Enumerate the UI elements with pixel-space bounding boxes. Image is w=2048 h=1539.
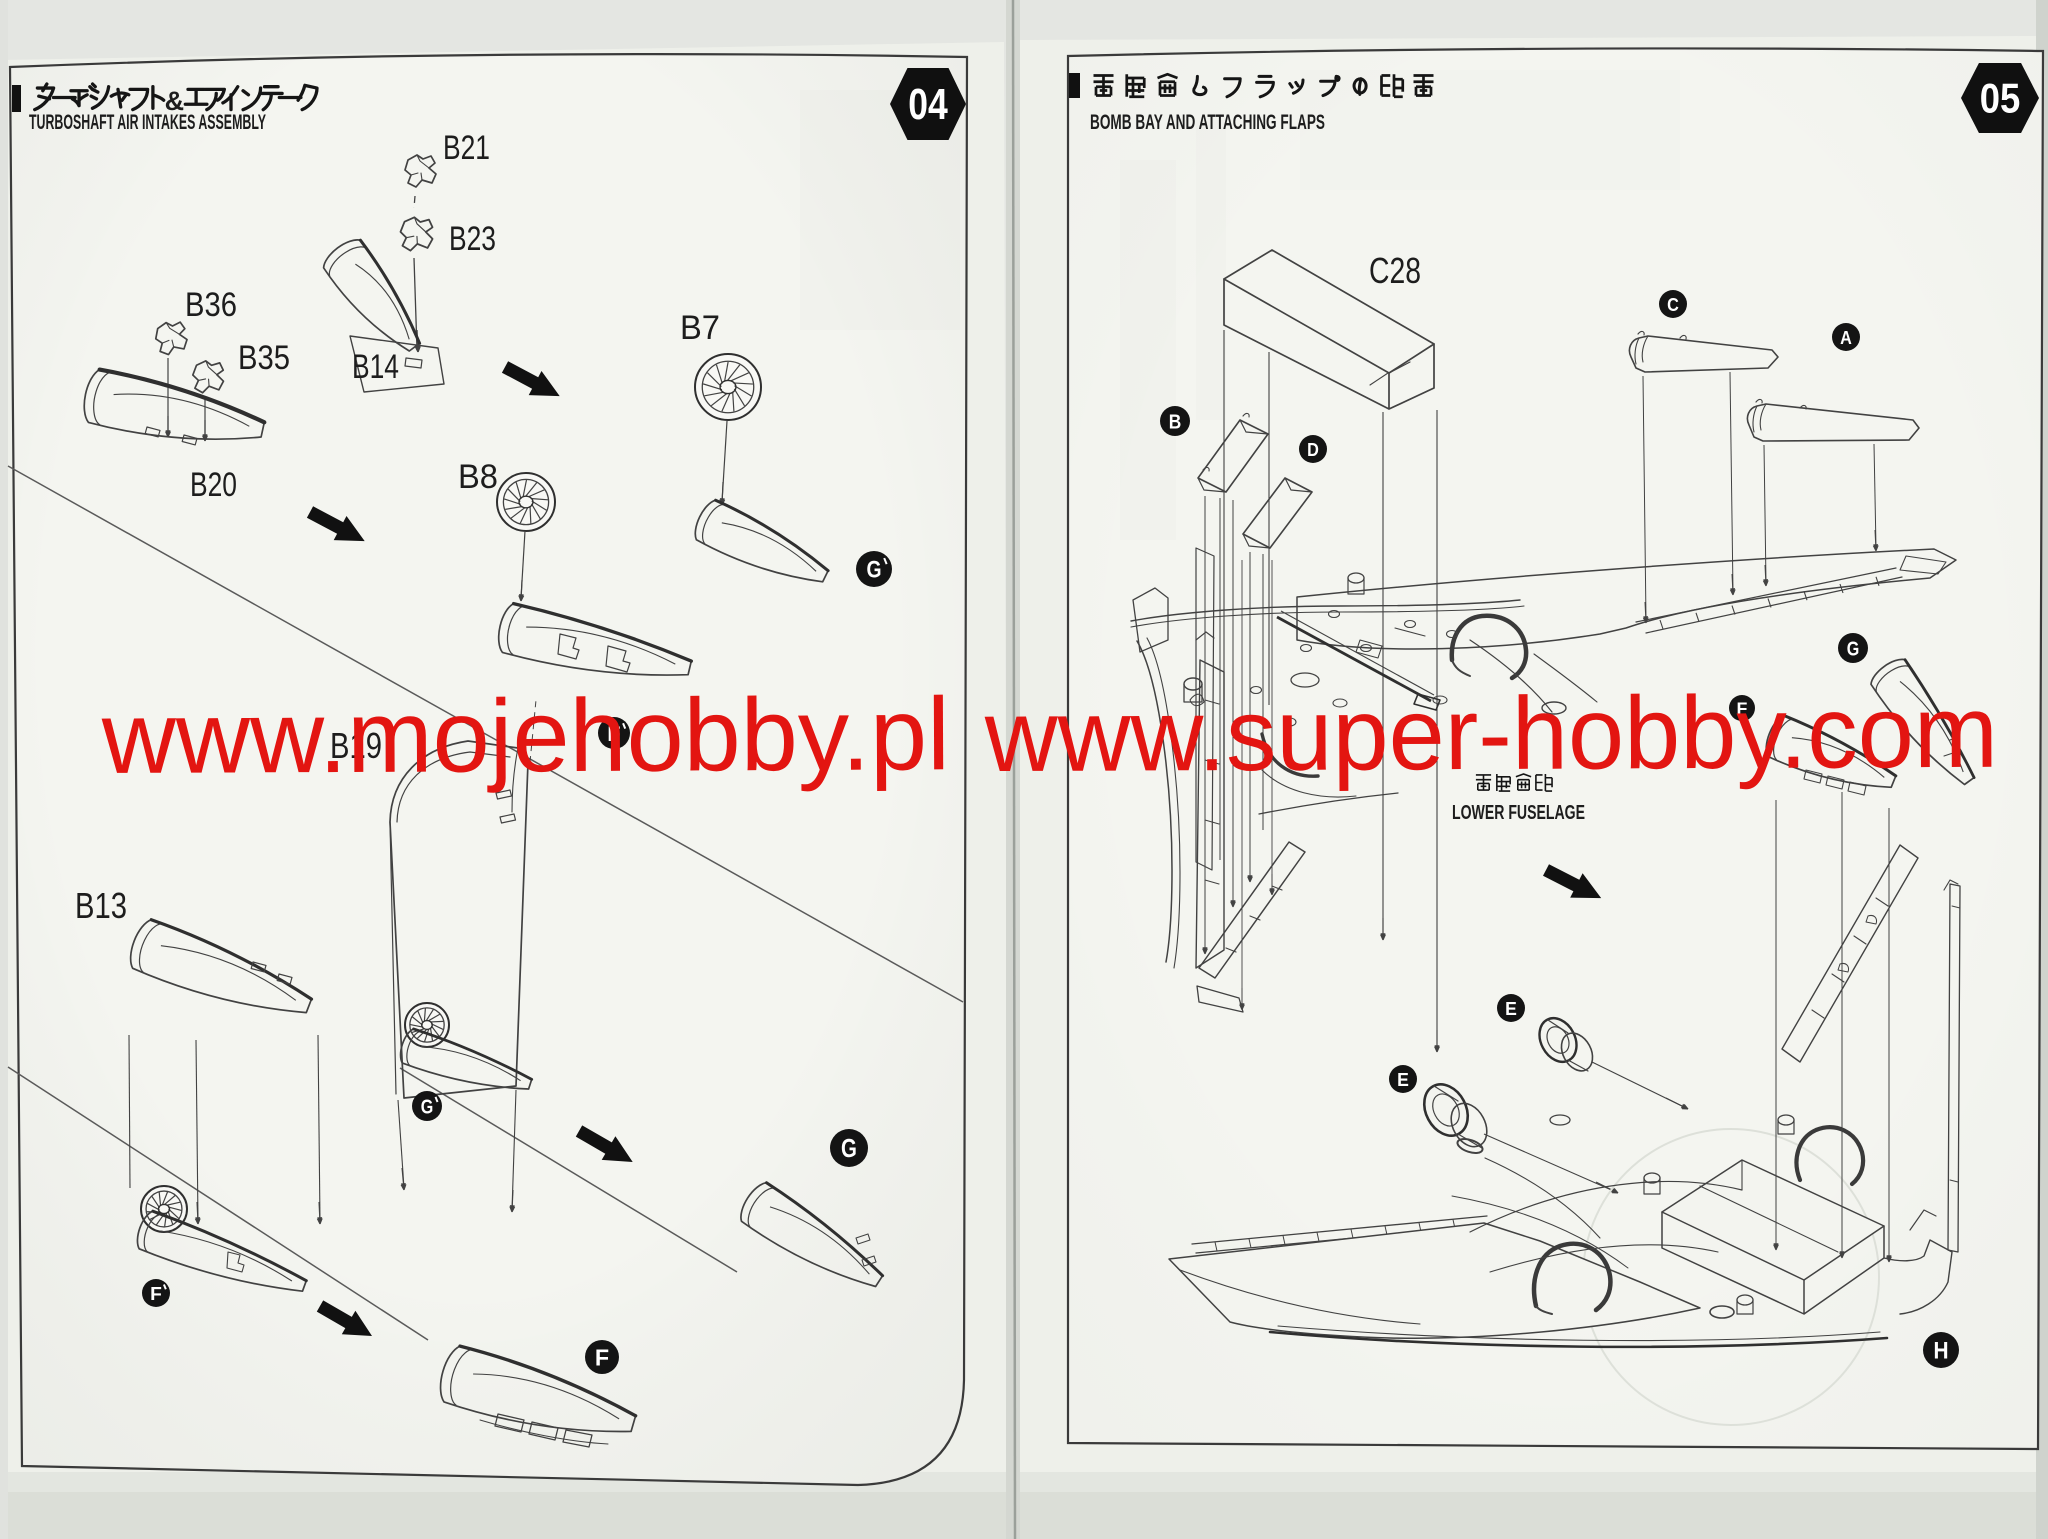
svg-text:05: 05	[1980, 75, 2021, 122]
svg-text:B13: B13	[75, 885, 127, 926]
svg-text:B36: B36	[185, 286, 237, 324]
svg-text:G: G	[1847, 638, 1860, 660]
svg-text:B: B	[1169, 411, 1182, 433]
svg-text:D: D	[1307, 440, 1319, 461]
svg-text:B35: B35	[238, 339, 290, 377]
svg-text:H: H	[1933, 1338, 1948, 1365]
svg-text:B19: B19	[330, 725, 382, 766]
svg-text:E: E	[1505, 999, 1517, 1020]
svg-text:F: F	[607, 721, 620, 746]
svg-text:B23: B23	[449, 220, 496, 258]
svg-text:B8: B8	[458, 458, 498, 496]
svg-text:A: A	[1840, 328, 1852, 349]
svg-text:www.mojehobby.pl: www.mojehobby.pl	[101, 676, 950, 795]
svg-text:F: F	[150, 1284, 162, 1305]
svg-text:C: C	[1667, 295, 1679, 316]
svg-text:B20: B20	[190, 466, 237, 504]
svg-text:&: &	[165, 86, 185, 116]
svg-text:LOWER FUSELAGE: LOWER FUSELAGE	[1452, 802, 1585, 824]
svg-text:BOMB BAY AND ATTACHING FLAPS: BOMB BAY AND ATTACHING FLAPS	[1090, 111, 1325, 134]
svg-text:www.super-hobby.com: www.super-hobby.com	[984, 674, 1998, 793]
svg-text:G: G	[421, 1096, 434, 1118]
svg-text:TURBOSHAFT AIR INTAKES ASSEMBL: TURBOSHAFT AIR INTAKES ASSEMBLY	[29, 111, 266, 134]
svg-text:B21: B21	[443, 129, 490, 167]
svg-text:G: G	[841, 1135, 857, 1163]
svg-text:F: F	[595, 1344, 609, 1370]
svg-text:F: F	[1737, 698, 1748, 718]
svg-text:G: G	[866, 557, 881, 584]
svg-text:B14: B14	[352, 348, 399, 386]
svg-text:04: 04	[908, 81, 948, 129]
svg-text:B7: B7	[680, 309, 720, 347]
svg-text:E: E	[1397, 1070, 1409, 1091]
svg-text:C28: C28	[1369, 250, 1421, 291]
